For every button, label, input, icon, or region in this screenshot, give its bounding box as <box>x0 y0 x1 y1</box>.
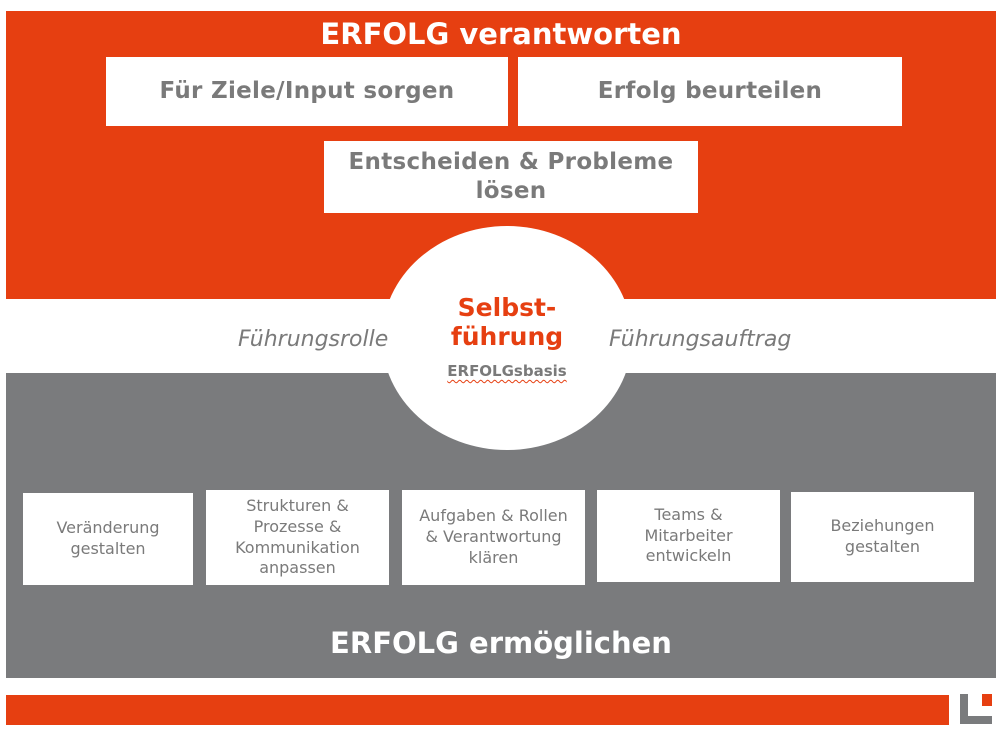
center-subtitle-text: ERFOLGsbasis <box>447 362 567 380</box>
bottom-box-structures: Strukturen & Prozesse & Kommunikation an… <box>206 490 389 585</box>
top-box-evaluate: Erfolg beurteilen <box>518 57 902 126</box>
side-label-right: Führungsauftrag <box>609 327 792 352</box>
footer-bar <box>6 695 949 725</box>
top-section-title: ERFOLG verantworten <box>320 17 682 51</box>
bottom-box-change: Veränderung gestalten <box>23 493 193 585</box>
center-subtitle: ERFOLGsbasis <box>382 362 632 380</box>
logo <box>958 692 994 726</box>
side-label-left: Führungsrolle <box>238 327 389 352</box>
logo-icon <box>960 694 992 724</box>
center-circle <box>382 226 632 450</box>
bottom-section-title: ERFOLG ermöglichen <box>330 626 672 660</box>
top-box-decide: Entscheiden & Probleme lösen <box>324 141 698 213</box>
top-box-goals: Für Ziele/Input sorgen <box>106 57 508 126</box>
center-title-line1: Selbst- <box>457 293 557 322</box>
bottom-box-tasks: Aufgaben & Rollen & Verantwortung klären <box>402 490 585 585</box>
center-title-line2: führung <box>450 322 564 351</box>
bottom-box-teams: Teams & Mitarbeiter entwickeln <box>597 490 780 582</box>
bottom-box-relations: Beziehungen gestalten <box>791 492 974 582</box>
